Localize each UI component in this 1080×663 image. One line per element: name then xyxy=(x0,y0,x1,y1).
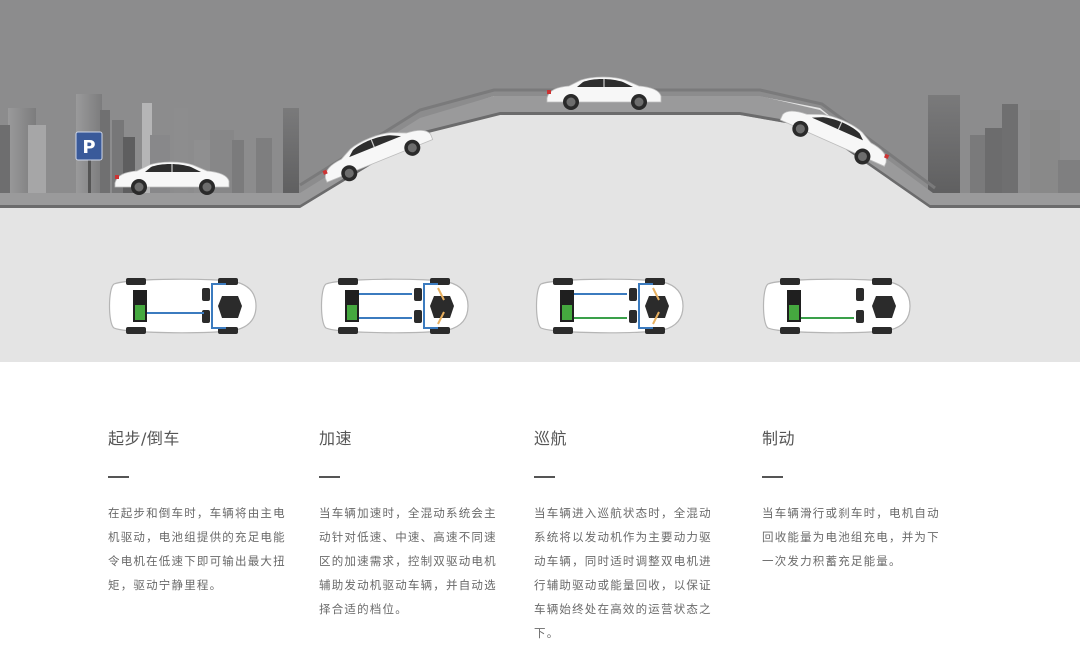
mode-description: 当车辆加速时，全混动系统会主动针对低速、中速、高速不同速区的加速需求，控制双驱动… xyxy=(319,506,497,616)
divider xyxy=(108,476,129,478)
mode-accelerate: 加速 当车辆加速时，全混动系统会主动针对低速、中速、高速不同速区的加速需求，控制… xyxy=(319,420,509,621)
mode-start-reverse: 起步/倒车 在起步和倒车时，车辆将由主电机驱动，电池组提供的充足电能令电机在低速… xyxy=(108,420,298,597)
mode-description: 在起步和倒车时，车辆将由主电机驱动，电池组提供的充足电能令电机在低速下即可输出最… xyxy=(108,506,286,592)
divider xyxy=(762,476,783,478)
mode-title: 巡航 xyxy=(534,429,568,448)
mode-title: 制动 xyxy=(762,429,796,448)
mode-description: 当车辆进入巡航状态时，全混动系统将以发动机作为主要动力驱动车辆，同时适时调整双电… xyxy=(534,506,712,640)
divider xyxy=(319,476,340,478)
diagram-cruise xyxy=(535,277,684,335)
driving-scene: P xyxy=(0,0,1080,335)
mode-title: 起步/倒车 xyxy=(108,429,180,448)
svg-text:P: P xyxy=(82,137,95,158)
mode-cruise: 巡航 当车辆进入巡航状态时，全混动系统将以发动机作为主要动力驱动车辆，同时适时调… xyxy=(534,420,724,645)
mode-title: 加速 xyxy=(319,429,353,448)
diagram-brake xyxy=(762,277,911,335)
diagram-start-reverse xyxy=(108,277,257,335)
parking-sign-icon: P xyxy=(75,131,103,193)
mode-description: 当车辆滑行或刹车时，电机自动回收能量为电池组充电，并为下一次发力积蓄充足能量。 xyxy=(762,506,940,568)
mode-brake: 制动 当车辆滑行或刹车时，电机自动回收能量为电池组充电，并为下一次发力积蓄充足能… xyxy=(762,420,952,573)
divider xyxy=(534,476,555,478)
mode-descriptions: 起步/倒车 在起步和倒车时，车辆将由主电机驱动，电池组提供的充足电能令电机在低速… xyxy=(0,420,1080,663)
hero-illustration: P xyxy=(0,0,1080,362)
right-skyline xyxy=(928,95,1080,195)
diagram-accelerate xyxy=(320,277,469,335)
